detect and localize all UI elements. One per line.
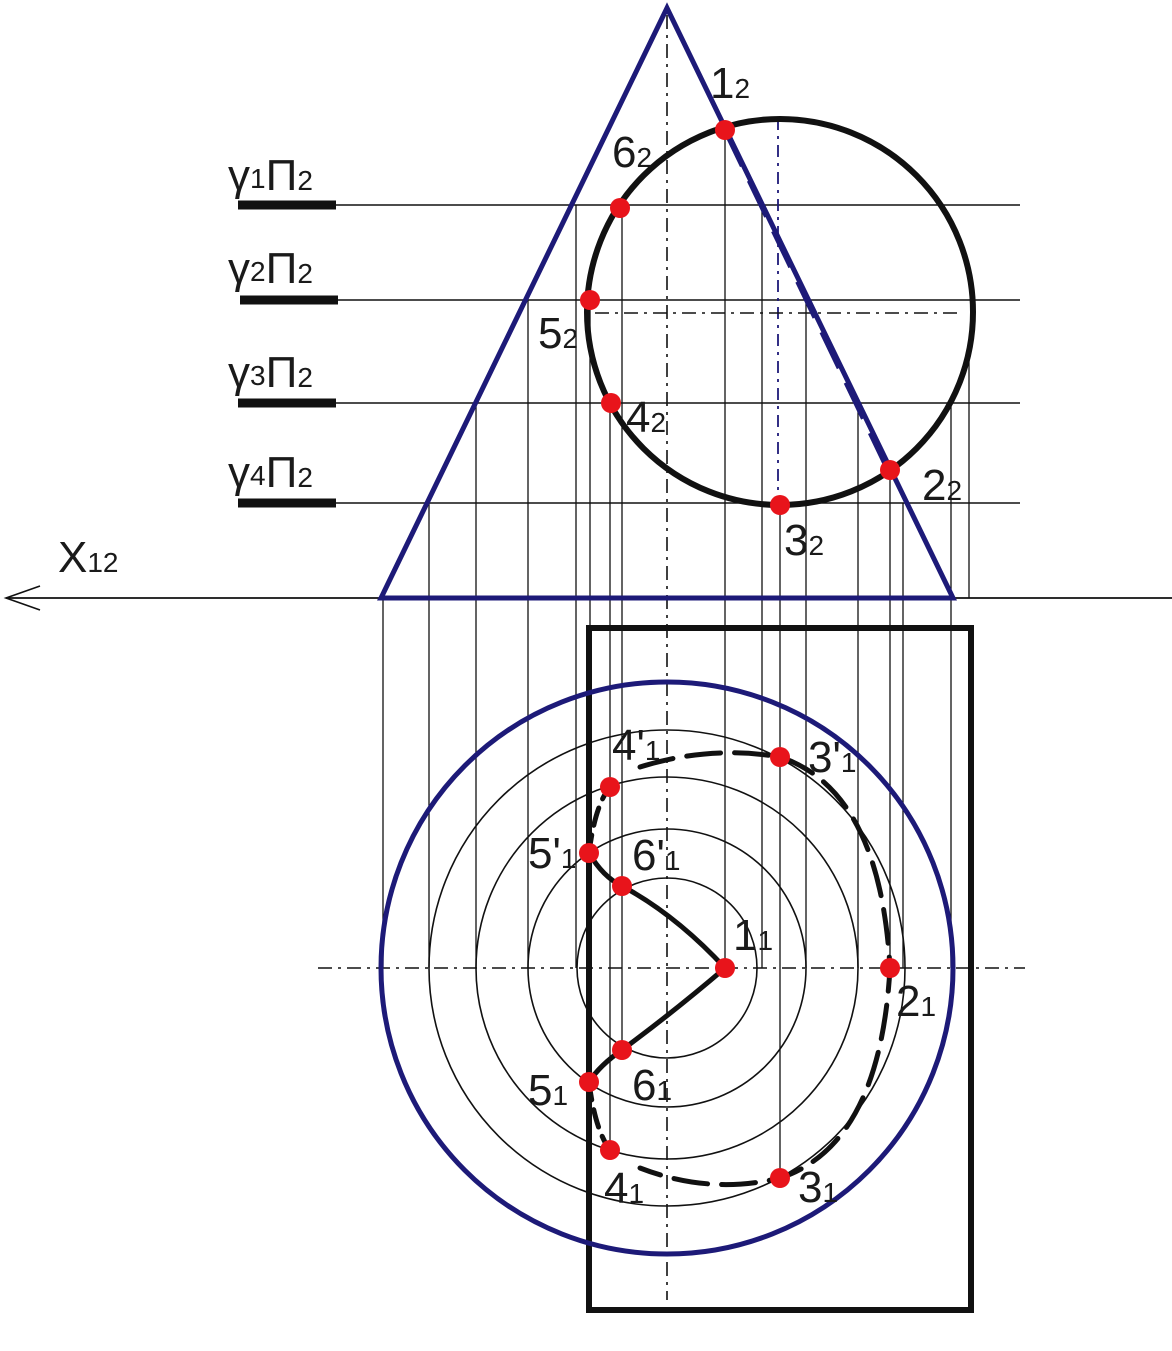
plane-trace-bars [238, 200, 338, 508]
plane-labels: γ1Π2 γ2Π2 γ3Π2 γ4Π2 [228, 151, 313, 497]
point-5-2 [580, 290, 600, 310]
point-4-2 [601, 393, 621, 413]
axis-label: X12 [58, 533, 119, 582]
point-3-2 [770, 495, 790, 515]
point-5p-1 [579, 843, 599, 863]
label-6-1: 61 [632, 1061, 672, 1110]
label-4p-1: 4'1 [612, 721, 660, 770]
point-6-1 [612, 1040, 632, 1060]
point-5-1 [579, 1072, 599, 1092]
plane-label-2: γ2Π2 [228, 244, 313, 293]
point-6p-1 [612, 876, 632, 896]
cone-base-top-view [378, 679, 956, 1257]
point-2-1 [880, 958, 900, 978]
label-5-1: 51 [528, 1066, 568, 1115]
label-1-2: 12 [710, 59, 750, 108]
label-1-1: 11 [733, 911, 773, 960]
aux-circle-gamma3 [475, 776, 859, 1160]
label-6-2: 62 [612, 128, 652, 177]
construction-points [579, 120, 900, 1188]
plane-label-1: γ1Π2 [228, 151, 313, 200]
label-5-2: 52 [538, 309, 578, 358]
point-6-2 [610, 198, 630, 218]
point-4p-1 [600, 777, 620, 797]
top-point-labels: 11 21 3'1 31 4'1 41 5'1 51 6'1 61 [528, 721, 936, 1213]
point-3p-1 [770, 747, 790, 767]
center-lines [318, 15, 1025, 1300]
label-6p-1: 6'1 [632, 831, 680, 880]
label-4-2: 42 [626, 393, 666, 442]
point-1-1 [715, 958, 735, 978]
point-3-1 [770, 1168, 790, 1188]
plane-label-4: γ4Π2 [228, 448, 313, 497]
front-point-labels: 12 22 32 42 52 62 [538, 59, 962, 565]
label-4-1: 41 [604, 1164, 644, 1213]
aux-circle-gamma4 [428, 729, 906, 1207]
point-2-2 [880, 460, 900, 480]
label-2-2: 22 [922, 461, 962, 510]
aux-circle-gamma2 [527, 828, 807, 1108]
label-3-2: 32 [784, 516, 824, 565]
projection-lines [382, 130, 970, 1178]
label-3-1: 31 [798, 1163, 838, 1212]
intersection-dashed-lower-left [586, 1079, 613, 1153]
point-1-2 [715, 120, 735, 140]
point-4-1 [600, 1140, 620, 1160]
aux-circle-gamma1 [576, 877, 758, 1059]
label-5p-1: 5'1 [528, 829, 576, 878]
intersection-front-hidden [722, 128, 891, 472]
label-3p-1: 3'1 [808, 733, 856, 782]
sphere-front-view [584, 116, 976, 508]
axis-arrow-icon [3, 585, 41, 611]
plane-label-3: γ3Π2 [228, 348, 313, 397]
auxiliary-circles [428, 729, 906, 1207]
label-2-1: 21 [896, 977, 936, 1026]
